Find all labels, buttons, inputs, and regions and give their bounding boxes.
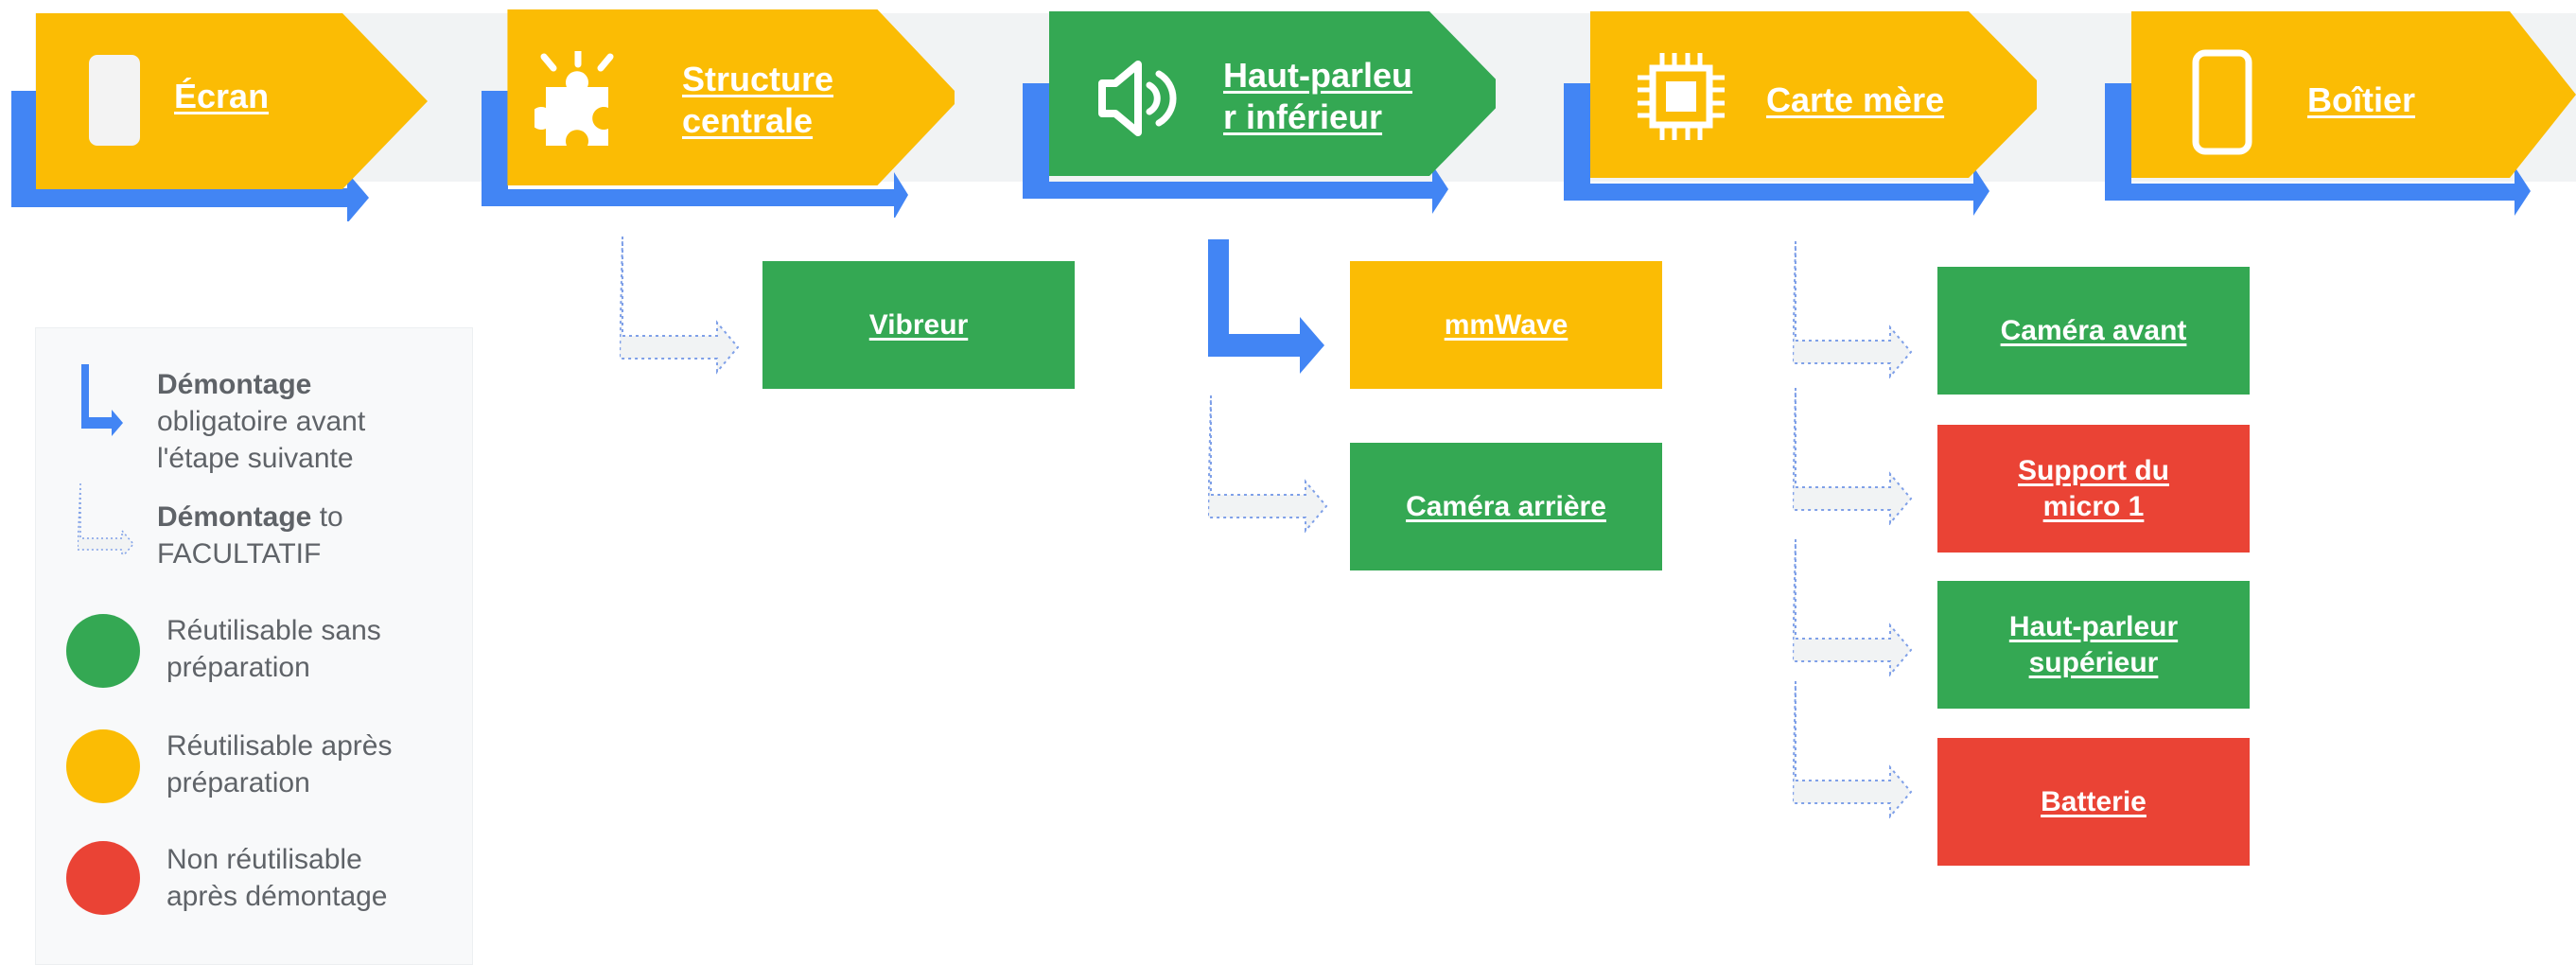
part-support-micro[interactable]: Support du micro 1 bbox=[1937, 425, 2250, 553]
red-dot-icon bbox=[66, 841, 140, 915]
mandatory-connector-icon bbox=[81, 364, 123, 436]
step-label: Haut-parleu r inférieur bbox=[1223, 56, 1413, 136]
phone-screen-icon bbox=[87, 53, 142, 152]
optional-connector-icon bbox=[78, 483, 134, 555]
legend-red-text: Non réutilisable après démontage bbox=[166, 844, 388, 912]
part-vibreur[interactable]: Vibreur bbox=[762, 261, 1075, 389]
yellow-dot-icon bbox=[66, 729, 140, 803]
connector-support-micro-optional bbox=[1793, 388, 1913, 525]
connector-vibreur-optional bbox=[620, 237, 740, 375]
connector-haut-parleur-superieur-optional bbox=[1793, 539, 1913, 676]
green-dot-icon bbox=[66, 614, 140, 688]
legend-green-text: Réutilisable sans préparation bbox=[166, 615, 381, 683]
step-carte-mere[interactable]: Carte mère bbox=[1564, 11, 2037, 216]
step-boitier[interactable]: Boîtier bbox=[2105, 11, 2576, 216]
step-label: Boîtier bbox=[2307, 80, 2416, 119]
connector-batterie-optional bbox=[1793, 681, 1913, 818]
legend-yellow-text: Réutilisable après préparation bbox=[166, 730, 393, 798]
speaker-icon bbox=[1096, 61, 1182, 141]
part-camera-avant[interactable]: Caméra avant bbox=[1937, 267, 2250, 395]
step-arrow-shape bbox=[1023, 11, 1496, 214]
step-label: Carte mère bbox=[1766, 80, 1945, 119]
connector-camera-arriere-optional bbox=[1208, 395, 1328, 533]
part-mmwave[interactable]: mmWave bbox=[1350, 261, 1662, 389]
puzzle-icon bbox=[530, 47, 620, 150]
step-ecran[interactable]: Écran bbox=[11, 13, 484, 221]
step-label: Écran bbox=[174, 77, 270, 115]
part-batterie[interactable]: Batterie bbox=[1937, 738, 2250, 866]
step-haut-parleur-inferieur[interactable]: Haut-parleu r inférieur bbox=[1023, 11, 1496, 214]
step-label: Structure centrale bbox=[682, 60, 834, 140]
step-structure-centrale[interactable]: Structure centrale bbox=[482, 9, 955, 218]
connector-mmwave-mandatory bbox=[1208, 239, 1324, 374]
step-arrow-shape bbox=[11, 13, 428, 221]
connector-camera-avant-optional bbox=[1793, 241, 1913, 378]
step-arrow-shape bbox=[482, 9, 955, 218]
part-camera-arriere[interactable]: Caméra arrière bbox=[1350, 443, 1662, 570]
chip-icon bbox=[1634, 49, 1728, 149]
legend-optional-text: Démontage to FACULTATIF bbox=[157, 501, 343, 570]
phone-case-icon bbox=[2192, 49, 2252, 160]
part-haut-parleur-superieur[interactable]: Haut-parleur supérieur bbox=[1937, 581, 2250, 709]
